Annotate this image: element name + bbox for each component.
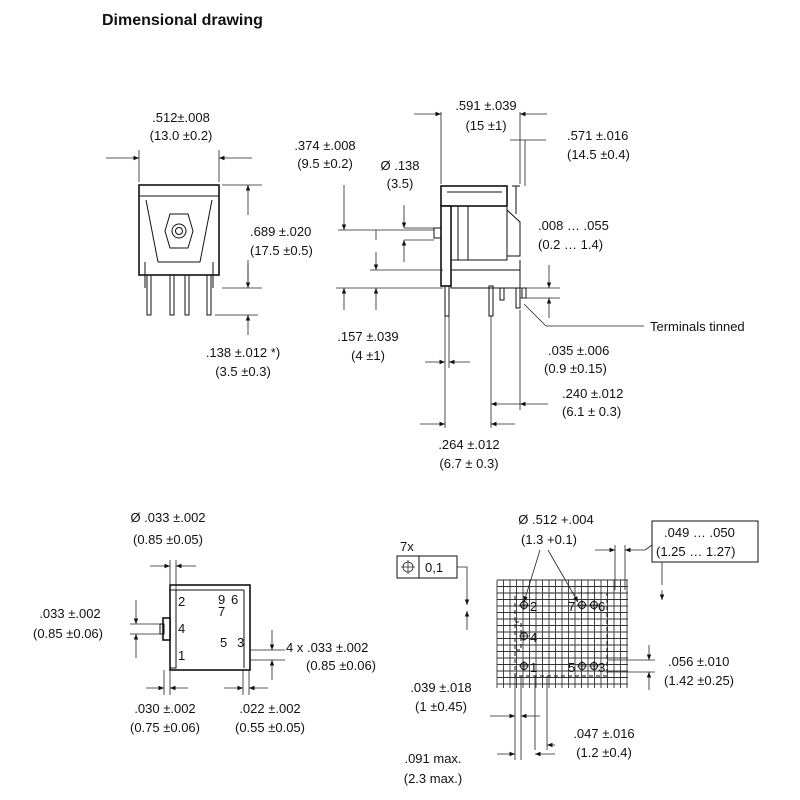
side-d7-inch: .035 ±.006	[548, 343, 609, 358]
side-d3-mm: (3.5)	[387, 176, 414, 191]
side-d8-mm: (6.1 ± 0.3)	[562, 404, 621, 419]
front-height-mm: (17.5 ±0.5)	[250, 243, 313, 258]
bottom-b2-inch: .022 ±.002	[239, 701, 300, 716]
bottom-dia-mm: (0.85 ±0.05)	[133, 532, 203, 547]
front-height-inch: .689 ±.020	[250, 224, 311, 239]
pcb-pin-2: 2	[530, 599, 537, 614]
pcb-hole-inch: Ø .512 +.004	[518, 512, 594, 527]
pcb-pitch-mm: (1.25 … 1.27)	[656, 544, 736, 559]
bottom-right-mm: (0.85 ±0.06)	[306, 658, 376, 673]
pcb-max-inch: .091 max.	[404, 751, 461, 766]
side-d9-inch: .264 ±.012	[438, 437, 499, 452]
bottom-b1-mm: (0.75 ±0.06)	[130, 720, 200, 735]
pcb-pin-1: 1	[530, 660, 537, 675]
side-d5-mm: (0.2 … 1.4)	[538, 237, 603, 252]
bottom-right-inch: 4 x .033 ±.002	[286, 640, 368, 655]
bottom-b1-inch: .030 ±.002	[134, 701, 195, 716]
pcb-pin-4: 4	[530, 630, 537, 645]
pcb-l1-mm: (1 ±0.45)	[415, 699, 467, 714]
pcb-outline	[514, 592, 608, 677]
pcb-tol-value: 0,1	[425, 560, 443, 575]
bottom-pin-6: 6	[231, 592, 238, 607]
bottom-view-body	[159, 584, 251, 671]
page-title: Dimensional drawing	[102, 12, 263, 29]
side-d4-inch: .571 ±.016	[567, 128, 628, 143]
bottom-dia-inch: Ø .033 ±.002	[130, 510, 205, 525]
bottom-pin-7: 7	[218, 604, 225, 619]
side-d6-inch: .157 ±.039	[337, 329, 398, 344]
pcb-pin-7: 7	[568, 599, 575, 614]
front-width-mm: (13.0 ±0.2)	[150, 128, 213, 143]
side-d2-inch: .374 ±.008	[294, 138, 355, 153]
pcb-max-mm: (2.3 max.)	[404, 771, 463, 786]
pcb-r1-mm: (1.42 ±0.25)	[664, 673, 734, 688]
side-d4-mm: (14.5 ±0.4)	[567, 147, 630, 162]
bottom-pin-2: 2	[178, 594, 185, 609]
side-d8-inch: .240 ±.012	[562, 386, 623, 401]
pcb-pin-6: 6	[598, 599, 605, 614]
pcb-l1-inch: .039 ±.018	[410, 680, 471, 695]
side-view-body	[433, 185, 527, 317]
terminals-tinned-label: Terminals tinned	[650, 319, 745, 334]
side-d2-mm: (9.5 ±0.2)	[297, 156, 353, 171]
side-d1-inch: .591 ±.039	[455, 98, 516, 113]
bottom-left-mm: (0.85 ±0.06)	[33, 626, 103, 641]
pcb-pin-3: 3	[598, 660, 605, 675]
side-view: .591 ±.039 (15 ±1) .374 ±.008 (9.5 ±0.2)…	[294, 98, 744, 471]
pcb-pitch-box	[651, 520, 759, 563]
pcb-grid	[496, 579, 628, 688]
pcb-b1-mm: (1.2 ±0.4)	[576, 745, 632, 760]
side-d3-inch: Ø .138	[380, 158, 419, 173]
pcb-r1-inch: .056 ±.010	[668, 654, 729, 669]
pcb-hole-mm: (1.3 +0.1)	[521, 532, 577, 547]
side-d6-mm: (4 ±1)	[351, 348, 385, 363]
front-pin-mm: (3.5 ±0.3)	[215, 364, 271, 379]
bottom-pin-3: 3	[237, 635, 244, 650]
side-d1-mm: (15 ±1)	[465, 118, 506, 133]
bottom-b2-mm: (0.55 ±0.05)	[235, 720, 305, 735]
side-d9-mm: (6.7 ± 0.3)	[439, 456, 498, 471]
bottom-left-inch: .033 ±.002	[39, 606, 100, 621]
pcb-tol-count: 7x	[400, 539, 414, 554]
bottom-view: 2 4 1 9 7 6 5 3 Ø .033 ±.002 (0.85 ±0.05…	[33, 510, 376, 735]
bottom-pin-9: 9	[218, 592, 225, 607]
front-view-body	[138, 184, 220, 316]
pcb-pitch-inch: .049 … .050	[664, 525, 735, 540]
front-width-inch: .512±.008	[152, 110, 210, 125]
bottom-pin-1: 1	[178, 648, 185, 663]
front-view: .512±.008 (13.0 ±0.2) .689 ±.020 (17.5 ±…	[106, 110, 313, 379]
side-d7-mm: (0.9 ±0.15)	[544, 361, 607, 376]
pcb-layout: 2 7 6 4 1 5 3 7x 0,1 Ø .512 +.004 (1.3 +…	[396, 512, 759, 786]
bottom-pin-4: 4	[178, 621, 185, 636]
bottom-pin-5: 5	[220, 635, 227, 650]
pcb-pin-5: 5	[568, 660, 575, 675]
side-d5-inch: .008 … .055	[538, 218, 609, 233]
pcb-b1-inch: .047 ±.016	[573, 726, 634, 741]
front-pin-inch: .138 ±.012 *)	[206, 345, 280, 360]
